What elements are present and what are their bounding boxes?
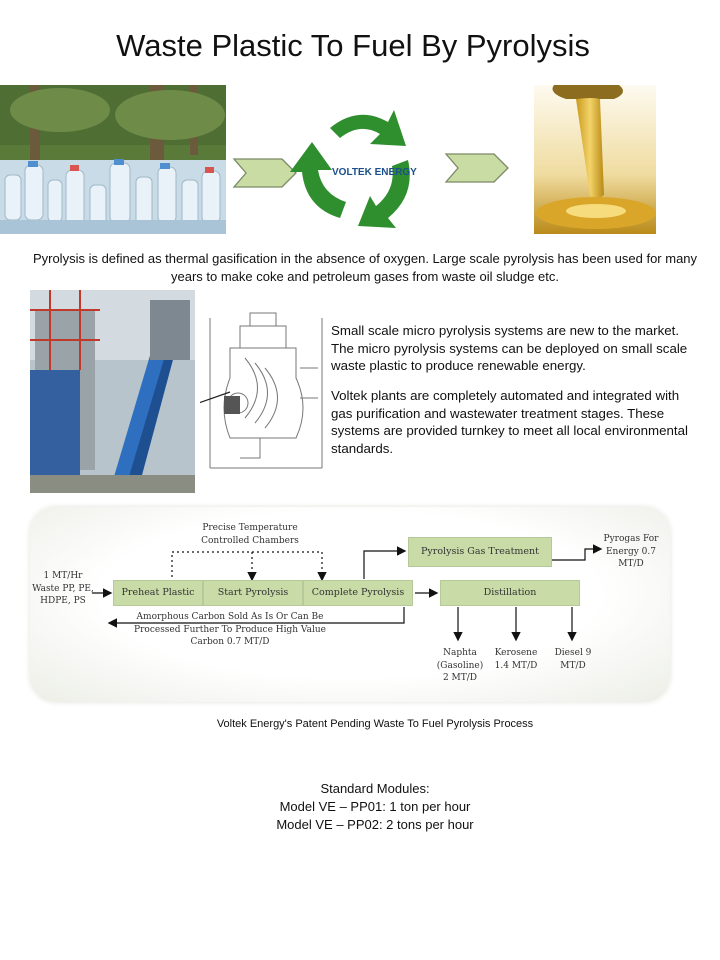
model-pp01: Model VE – PP01: 1 ton per hour — [279, 799, 471, 814]
diagram-caption: Voltek Energy's Patent Pending Waste To … — [216, 718, 534, 730]
pyrogas-output-label: Pyrogas For Energy 0.7 MT/D — [603, 534, 659, 569]
gas-treatment-box: Pyrolysis Gas Treatment — [408, 537, 552, 567]
start-pyrolysis-box: Start Pyrolysis — [203, 580, 303, 606]
diesel-output-label: Diesel 9 MT/D — [554, 648, 592, 671]
plastic-bottles-illustration — [0, 85, 226, 234]
right-arrow-icon — [232, 157, 298, 194]
carbon-output-label: Amorphous Carbon Sold As Is Or Can Be Pr… — [134, 612, 326, 647]
preheat-plastic-box: Preheat Plastic — [113, 580, 203, 606]
modules-heading: Standard Modules: — [320, 781, 430, 796]
input-feed-label: 1 MT/Hr Waste PP, PE, HDPE, PS — [32, 571, 94, 606]
kerosene-output-label: Kerosene 1.4 MT/D — [494, 648, 538, 671]
distillation-box: Distillation — [440, 580, 580, 606]
precise-temperature-label: Precise Temperature Controlled Chambers — [201, 523, 299, 546]
process-flow-diagram: Precise Temperature Controlled Chambers … — [30, 507, 670, 702]
fuel-oil-photo — [534, 85, 656, 234]
standard-modules: Standard Modules: Model VE – PP01: 1 ton… — [0, 780, 720, 834]
page-title: Waste Plastic To Fuel By Pyrolysis — [116, 28, 590, 63]
naphtha-output-label: Naphta (Gasoline) 2 MT/D — [436, 648, 484, 683]
complete-pyrolysis-box: Complete Pyrolysis — [303, 580, 413, 606]
intro-paragraph: Pyrolysis is defined as thermal gasifica… — [32, 251, 698, 284]
reactor-schematic-drawing — [169, 308, 332, 473]
voltek-recycle-logo: VOLTEK ENERGY — [288, 100, 428, 243]
plastic-bottles-photo — [0, 85, 226, 234]
flow-connectors — [92, 544, 603, 642]
logo-text: VOLTEK ENERGY — [332, 167, 417, 178]
model-pp02: Model VE – PP02: 2 tons per hour — [276, 817, 474, 832]
micro-pyrolysis-paragraph: Small scale micro pyrolysis systems are … — [331, 323, 688, 373]
right-arrow-icon — [444, 152, 510, 189]
pyrolysis-plant-photo — [30, 290, 195, 493]
voltek-plants-paragraph: Voltek plants are completely automated a… — [331, 388, 688, 456]
